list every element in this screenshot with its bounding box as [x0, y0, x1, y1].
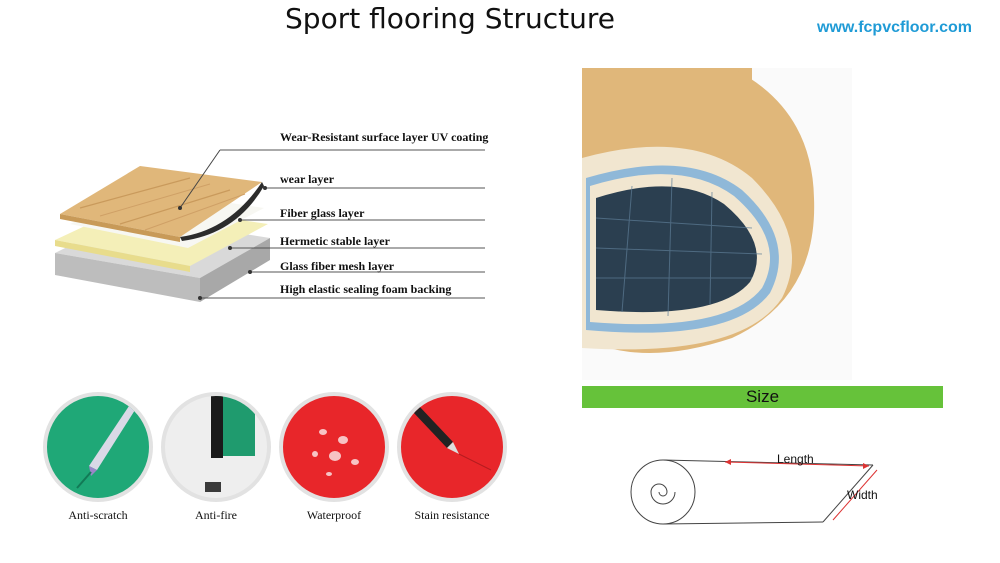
rolled-floor-photo	[582, 68, 852, 380]
flame-test-icon	[161, 392, 271, 502]
layer-label-mesh: Glass fiber mesh layer	[280, 259, 395, 273]
rolled-mat-icon	[630, 459, 878, 525]
layer-label-uv-coating: Wear-Resistant surface layer UV coating	[280, 130, 489, 144]
layer-label-foam-backing: High elastic sealing foam backing	[280, 282, 452, 296]
feature-label: Anti-scratch	[68, 508, 128, 522]
website-link[interactable]: www.fcpvcfloor.com	[817, 19, 972, 36]
water-drop-icon	[279, 392, 389, 502]
roll-dimension-diagram: Length Width	[625, 440, 895, 530]
size-banner: Size	[582, 386, 943, 408]
knife-icon	[43, 392, 153, 502]
layer-label-wear: wear layer	[280, 172, 335, 186]
feature-anti-fire: Anti-fire	[160, 392, 272, 523]
width-label: Width	[847, 488, 878, 502]
layer-diagram: Wear-Resistant surface layer UV coating …	[40, 120, 510, 320]
layer-label-hermetic: Hermetic stable layer	[280, 234, 390, 248]
feature-label: Stain resistance	[414, 508, 490, 522]
feature-waterproof: Waterproof	[278, 392, 390, 523]
feature-label: Waterproof	[306, 508, 362, 522]
layer-stack-illustration	[55, 149, 485, 302]
feature-label: Anti-fire	[195, 508, 237, 522]
feature-stain-resistance: Stain resistance	[396, 392, 508, 523]
feature-anti-scratch: Anti-scratch	[42, 392, 154, 523]
length-label: Length	[777, 452, 814, 466]
layer-label-fiber-glass: Fiber glass layer	[280, 206, 365, 220]
wood-layer-shape	[60, 166, 262, 237]
pen-icon	[397, 392, 507, 502]
page-title: Sport flooring Structure	[285, 2, 615, 35]
